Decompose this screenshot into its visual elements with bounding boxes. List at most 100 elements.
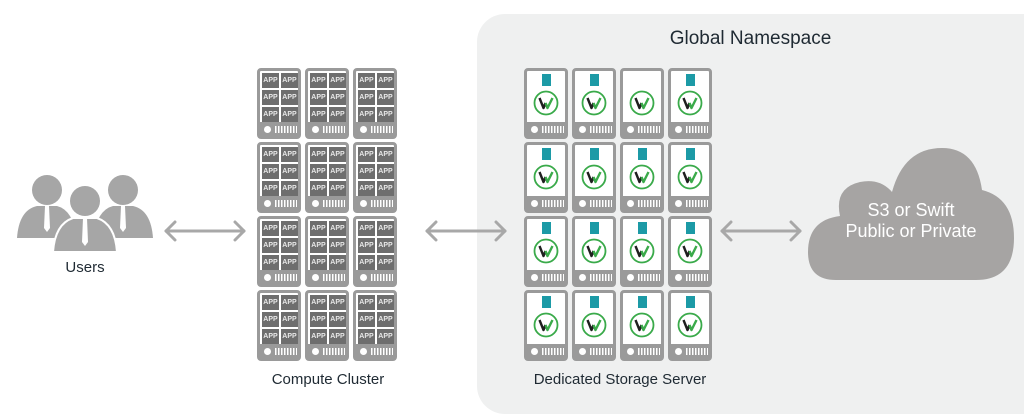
weka-logo-icon — [629, 238, 655, 264]
power-led-icon — [312, 274, 319, 281]
app-block: APP — [281, 181, 298, 196]
storage-label: Dedicated Storage Server — [533, 371, 707, 388]
ssd-icon — [590, 222, 599, 234]
app-block: APP — [358, 90, 375, 105]
app-block: APP — [310, 312, 327, 327]
vent-icon — [371, 126, 393, 133]
vent-icon — [275, 200, 297, 207]
server-footer — [575, 270, 613, 284]
server-footer — [260, 344, 298, 358]
weka-logo-icon — [629, 164, 655, 190]
server-footer — [623, 270, 661, 284]
vent-icon — [638, 348, 660, 355]
server-footer — [356, 122, 394, 136]
storage-server — [572, 68, 616, 139]
app-block: APP — [377, 312, 394, 327]
app-block: APP — [262, 181, 279, 196]
server-footer — [575, 196, 613, 210]
users-compute-arrow — [164, 220, 246, 242]
server-footer — [671, 122, 709, 136]
app-block: APP — [310, 164, 327, 179]
power-led-icon — [264, 200, 271, 207]
app-block: APP — [377, 164, 394, 179]
ssd-icon — [686, 296, 695, 308]
app-block: APP — [262, 295, 279, 310]
app-block: APP — [281, 221, 298, 236]
storage-server — [524, 290, 568, 361]
storage-server — [668, 290, 712, 361]
weka-logo-icon — [533, 164, 559, 190]
storage-server — [524, 142, 568, 213]
app-block: APP — [358, 329, 375, 344]
app-block: APP — [358, 238, 375, 253]
vent-icon — [638, 274, 660, 281]
weka-logo-icon — [533, 312, 559, 338]
power-led-icon — [312, 200, 319, 207]
app-block: APP — [358, 312, 375, 327]
storage-server — [572, 290, 616, 361]
power-led-icon — [531, 126, 538, 133]
power-led-icon — [627, 348, 634, 355]
weka-logo-icon — [533, 238, 559, 264]
ssd-icon — [638, 222, 647, 234]
app-block: APP — [310, 90, 327, 105]
storage-server — [668, 142, 712, 213]
app-block: APP — [358, 147, 375, 162]
server-footer — [308, 196, 346, 210]
app-block: APP — [310, 295, 327, 310]
app-block: APP — [377, 295, 394, 310]
server-footer — [527, 196, 565, 210]
app-block: APP — [329, 255, 346, 270]
cloud-label-line1: S3 or Swift — [867, 200, 955, 220]
power-led-icon — [627, 200, 634, 207]
app-block: APP — [262, 329, 279, 344]
power-led-icon — [675, 348, 682, 355]
weka-logo-icon — [581, 238, 607, 264]
power-led-icon — [531, 348, 538, 355]
server-footer — [623, 344, 661, 358]
app-block: APP — [281, 312, 298, 327]
storage-server — [620, 142, 664, 213]
power-led-icon — [675, 126, 682, 133]
server-footer — [260, 122, 298, 136]
vent-icon — [590, 274, 612, 281]
app-block: APP — [377, 255, 394, 270]
app-block: APP — [281, 147, 298, 162]
server-footer — [527, 122, 565, 136]
app-block: APP — [329, 181, 346, 196]
ssd-icon — [686, 222, 695, 234]
app-block: APP — [310, 107, 327, 122]
storage-server — [620, 290, 664, 361]
storage-cloud-arrow — [720, 220, 802, 242]
power-led-icon — [579, 126, 586, 133]
server-footer — [671, 270, 709, 284]
app-block: APP — [310, 329, 327, 344]
power-led-icon — [264, 348, 271, 355]
weka-logo-icon — [677, 90, 703, 116]
storage-server — [620, 216, 664, 287]
server-footer — [671, 344, 709, 358]
app-block: APP — [329, 90, 346, 105]
weka-logo-icon — [581, 164, 607, 190]
app-block: APP — [281, 73, 298, 88]
weka-logo-icon — [677, 312, 703, 338]
storage-server — [668, 68, 712, 139]
ssd-icon — [638, 148, 647, 160]
app-block: APP — [262, 90, 279, 105]
ssd-icon — [542, 74, 551, 86]
vent-icon — [275, 274, 297, 281]
vent-icon — [686, 126, 708, 133]
vent-icon — [371, 348, 393, 355]
